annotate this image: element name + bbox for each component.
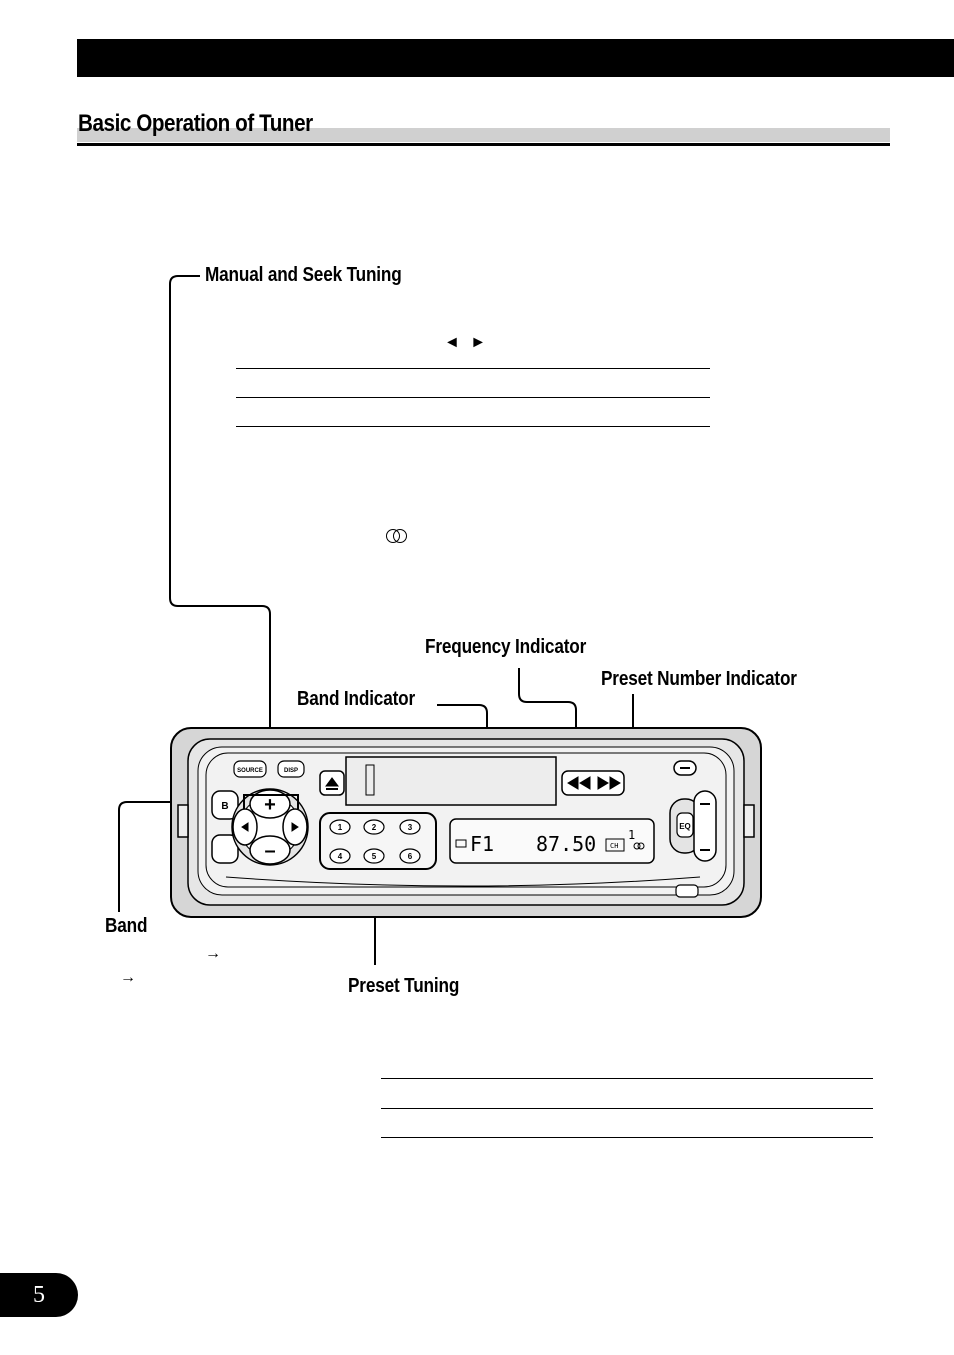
- callout-preset-tuning: Preset Tuning: [348, 975, 460, 997]
- preset-button-4: 4: [338, 852, 343, 861]
- display-ch-label: CH: [610, 842, 618, 850]
- car-stereo-faceplate: SOURCE DISP B + – EQ 1 2 3 4 5 6 F1 87.5…: [170, 727, 762, 918]
- header-bar: [77, 39, 954, 77]
- page-number: 5: [33, 1281, 45, 1308]
- table-rule-1: [236, 368, 710, 369]
- preset-button-5: 5: [372, 852, 377, 861]
- joystick-down-button: –: [264, 840, 275, 862]
- preset-button-2: 2: [372, 823, 377, 832]
- lower-table-rule-1: [381, 1078, 873, 1079]
- callout-preset-number-indicator: Preset Number Indicator: [601, 668, 797, 690]
- lower-table-rule-3: [381, 1137, 873, 1138]
- lower-table-rule-2: [381, 1108, 873, 1109]
- preset-button-6: 6: [408, 852, 413, 861]
- right-arrow-icon: →: [120, 969, 136, 986]
- table-rule-2: [236, 397, 710, 398]
- callout-band-indicator: Band Indicator: [297, 688, 416, 710]
- section-title-band: [77, 128, 890, 142]
- preset-button-3: 3: [408, 823, 413, 832]
- table-rule-3: [236, 426, 710, 427]
- display-preset-number: 1: [628, 828, 635, 842]
- section-title: Basic Operation of Tuner: [78, 110, 313, 137]
- eq-button: EQ: [679, 822, 691, 831]
- callout-manual-seek-tuning: Manual and Seek Tuning: [205, 264, 402, 286]
- page-number-tab: 5: [0, 1273, 78, 1317]
- stereo-indicator-icon: [386, 529, 407, 543]
- callout-band: Band: [105, 915, 148, 937]
- disp-button: DISP: [284, 768, 298, 774]
- preset-button-1: 1: [338, 823, 343, 832]
- right-arrow-icon: →: [205, 945, 221, 962]
- callout-frequency-indicator: Frequency Indicator: [425, 636, 587, 658]
- joystick-up-button: +: [264, 794, 276, 816]
- section-title-rule: [77, 143, 890, 146]
- source-button: SOURCE: [237, 768, 263, 774]
- band-key: B: [221, 801, 228, 812]
- preset-buttons: 1 2 3 4 5 6: [338, 823, 413, 861]
- left-right-arrows: ◄ ►: [444, 334, 490, 351]
- display-frequency: 87.50: [536, 832, 596, 856]
- display-band: F1: [470, 832, 494, 856]
